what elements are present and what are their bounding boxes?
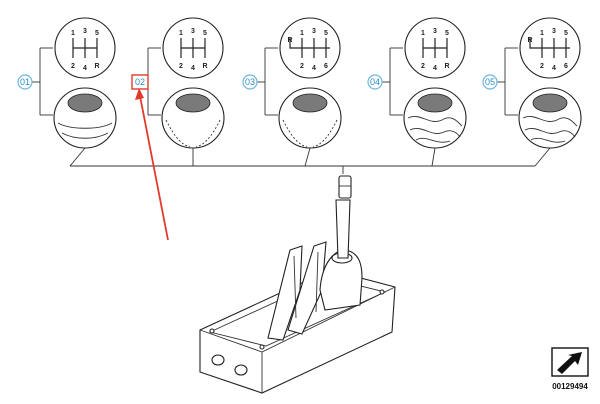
svg-text:3: 3 bbox=[552, 28, 556, 35]
svg-text:1: 1 bbox=[71, 30, 75, 37]
shift-pattern-disc: R 1 3 5 2 4 6 bbox=[279, 17, 341, 79]
variant-02[interactable]: 02 1 3 5 2 4 R bbox=[131, 17, 225, 149]
gear-knob bbox=[161, 87, 225, 149]
svg-text:4: 4 bbox=[552, 65, 556, 72]
knob-drop-lines bbox=[69, 147, 551, 167]
pos-label-04: 04 bbox=[370, 77, 380, 87]
highlight-box bbox=[131, 74, 149, 90]
svg-text:2: 2 bbox=[540, 63, 544, 70]
svg-text:4: 4 bbox=[83, 65, 87, 72]
svg-text:1: 1 bbox=[300, 30, 304, 37]
svg-text:5: 5 bbox=[324, 30, 328, 37]
svg-text:4: 4 bbox=[312, 65, 316, 72]
pos-marker-05[interactable]: 05 bbox=[482, 74, 498, 90]
gear-knob bbox=[403, 87, 467, 149]
svg-text:5: 5 bbox=[95, 30, 99, 37]
pos-label-01: 01 bbox=[20, 77, 30, 87]
shift-pattern-disc: R 1 3 5 2 4 6 bbox=[519, 17, 581, 79]
gear-knob bbox=[518, 87, 582, 149]
svg-text:R: R bbox=[94, 63, 99, 70]
svg-text:1: 1 bbox=[179, 30, 183, 37]
pos-marker-04[interactable]: 04 bbox=[367, 74, 383, 90]
pos-label-05: 05 bbox=[485, 77, 495, 87]
pos-label-02: 02 bbox=[135, 77, 145, 87]
variant-03[interactable]: 03 R 1 3 5 2 4 6 bbox=[242, 17, 342, 149]
svg-text:3: 3 bbox=[433, 28, 437, 35]
svg-text:5: 5 bbox=[564, 30, 568, 37]
svg-text:R: R bbox=[287, 37, 292, 44]
svg-text:1: 1 bbox=[421, 30, 425, 37]
shift-pattern-disc: 1 3 5 2 4 R bbox=[162, 17, 224, 79]
shift-pattern-disc: 1 3 5 2 4 R bbox=[404, 17, 466, 79]
svg-text:4: 4 bbox=[191, 65, 195, 72]
svg-text:R: R bbox=[444, 63, 449, 70]
gear-knob bbox=[53, 87, 117, 149]
variant-05[interactable]: 05 R 1 3 5 2 4 6 bbox=[482, 17, 582, 149]
shift-lever-assembly bbox=[199, 175, 396, 394]
svg-text:6: 6 bbox=[564, 63, 568, 70]
svg-text:2: 2 bbox=[421, 63, 425, 70]
pos-label-03: 03 bbox=[245, 77, 255, 87]
svg-text:2: 2 bbox=[300, 63, 304, 70]
variant-01[interactable]: 01 1 3 5 2 4 R bbox=[17, 17, 117, 149]
svg-text:3: 3 bbox=[83, 28, 87, 35]
svg-text:R: R bbox=[527, 37, 532, 44]
pos-marker-03[interactable]: 03 bbox=[242, 74, 258, 90]
shift-pattern-disc: 1 3 5 2 4 R bbox=[54, 17, 116, 79]
svg-text:5: 5 bbox=[445, 30, 449, 37]
pos-marker-01[interactable]: 01 bbox=[17, 74, 33, 90]
variant-04[interactable]: 04 1 3 5 2 4 R bbox=[367, 17, 467, 149]
svg-text:5: 5 bbox=[203, 30, 207, 37]
pos-marker-02[interactable]: 02 bbox=[131, 74, 149, 90]
highlight-arrow bbox=[135, 88, 169, 241]
svg-text:3: 3 bbox=[191, 28, 195, 35]
gear-knob bbox=[278, 87, 342, 149]
svg-text:3: 3 bbox=[312, 28, 316, 35]
reference-number: 00129494 bbox=[552, 382, 588, 391]
svg-text:2: 2 bbox=[179, 63, 183, 70]
reference-icon bbox=[551, 347, 589, 377]
svg-text:6: 6 bbox=[324, 63, 328, 70]
svg-text:2: 2 bbox=[71, 63, 75, 70]
svg-text:1: 1 bbox=[540, 30, 544, 37]
svg-text:4: 4 bbox=[433, 65, 437, 72]
svg-text:R: R bbox=[202, 63, 207, 70]
